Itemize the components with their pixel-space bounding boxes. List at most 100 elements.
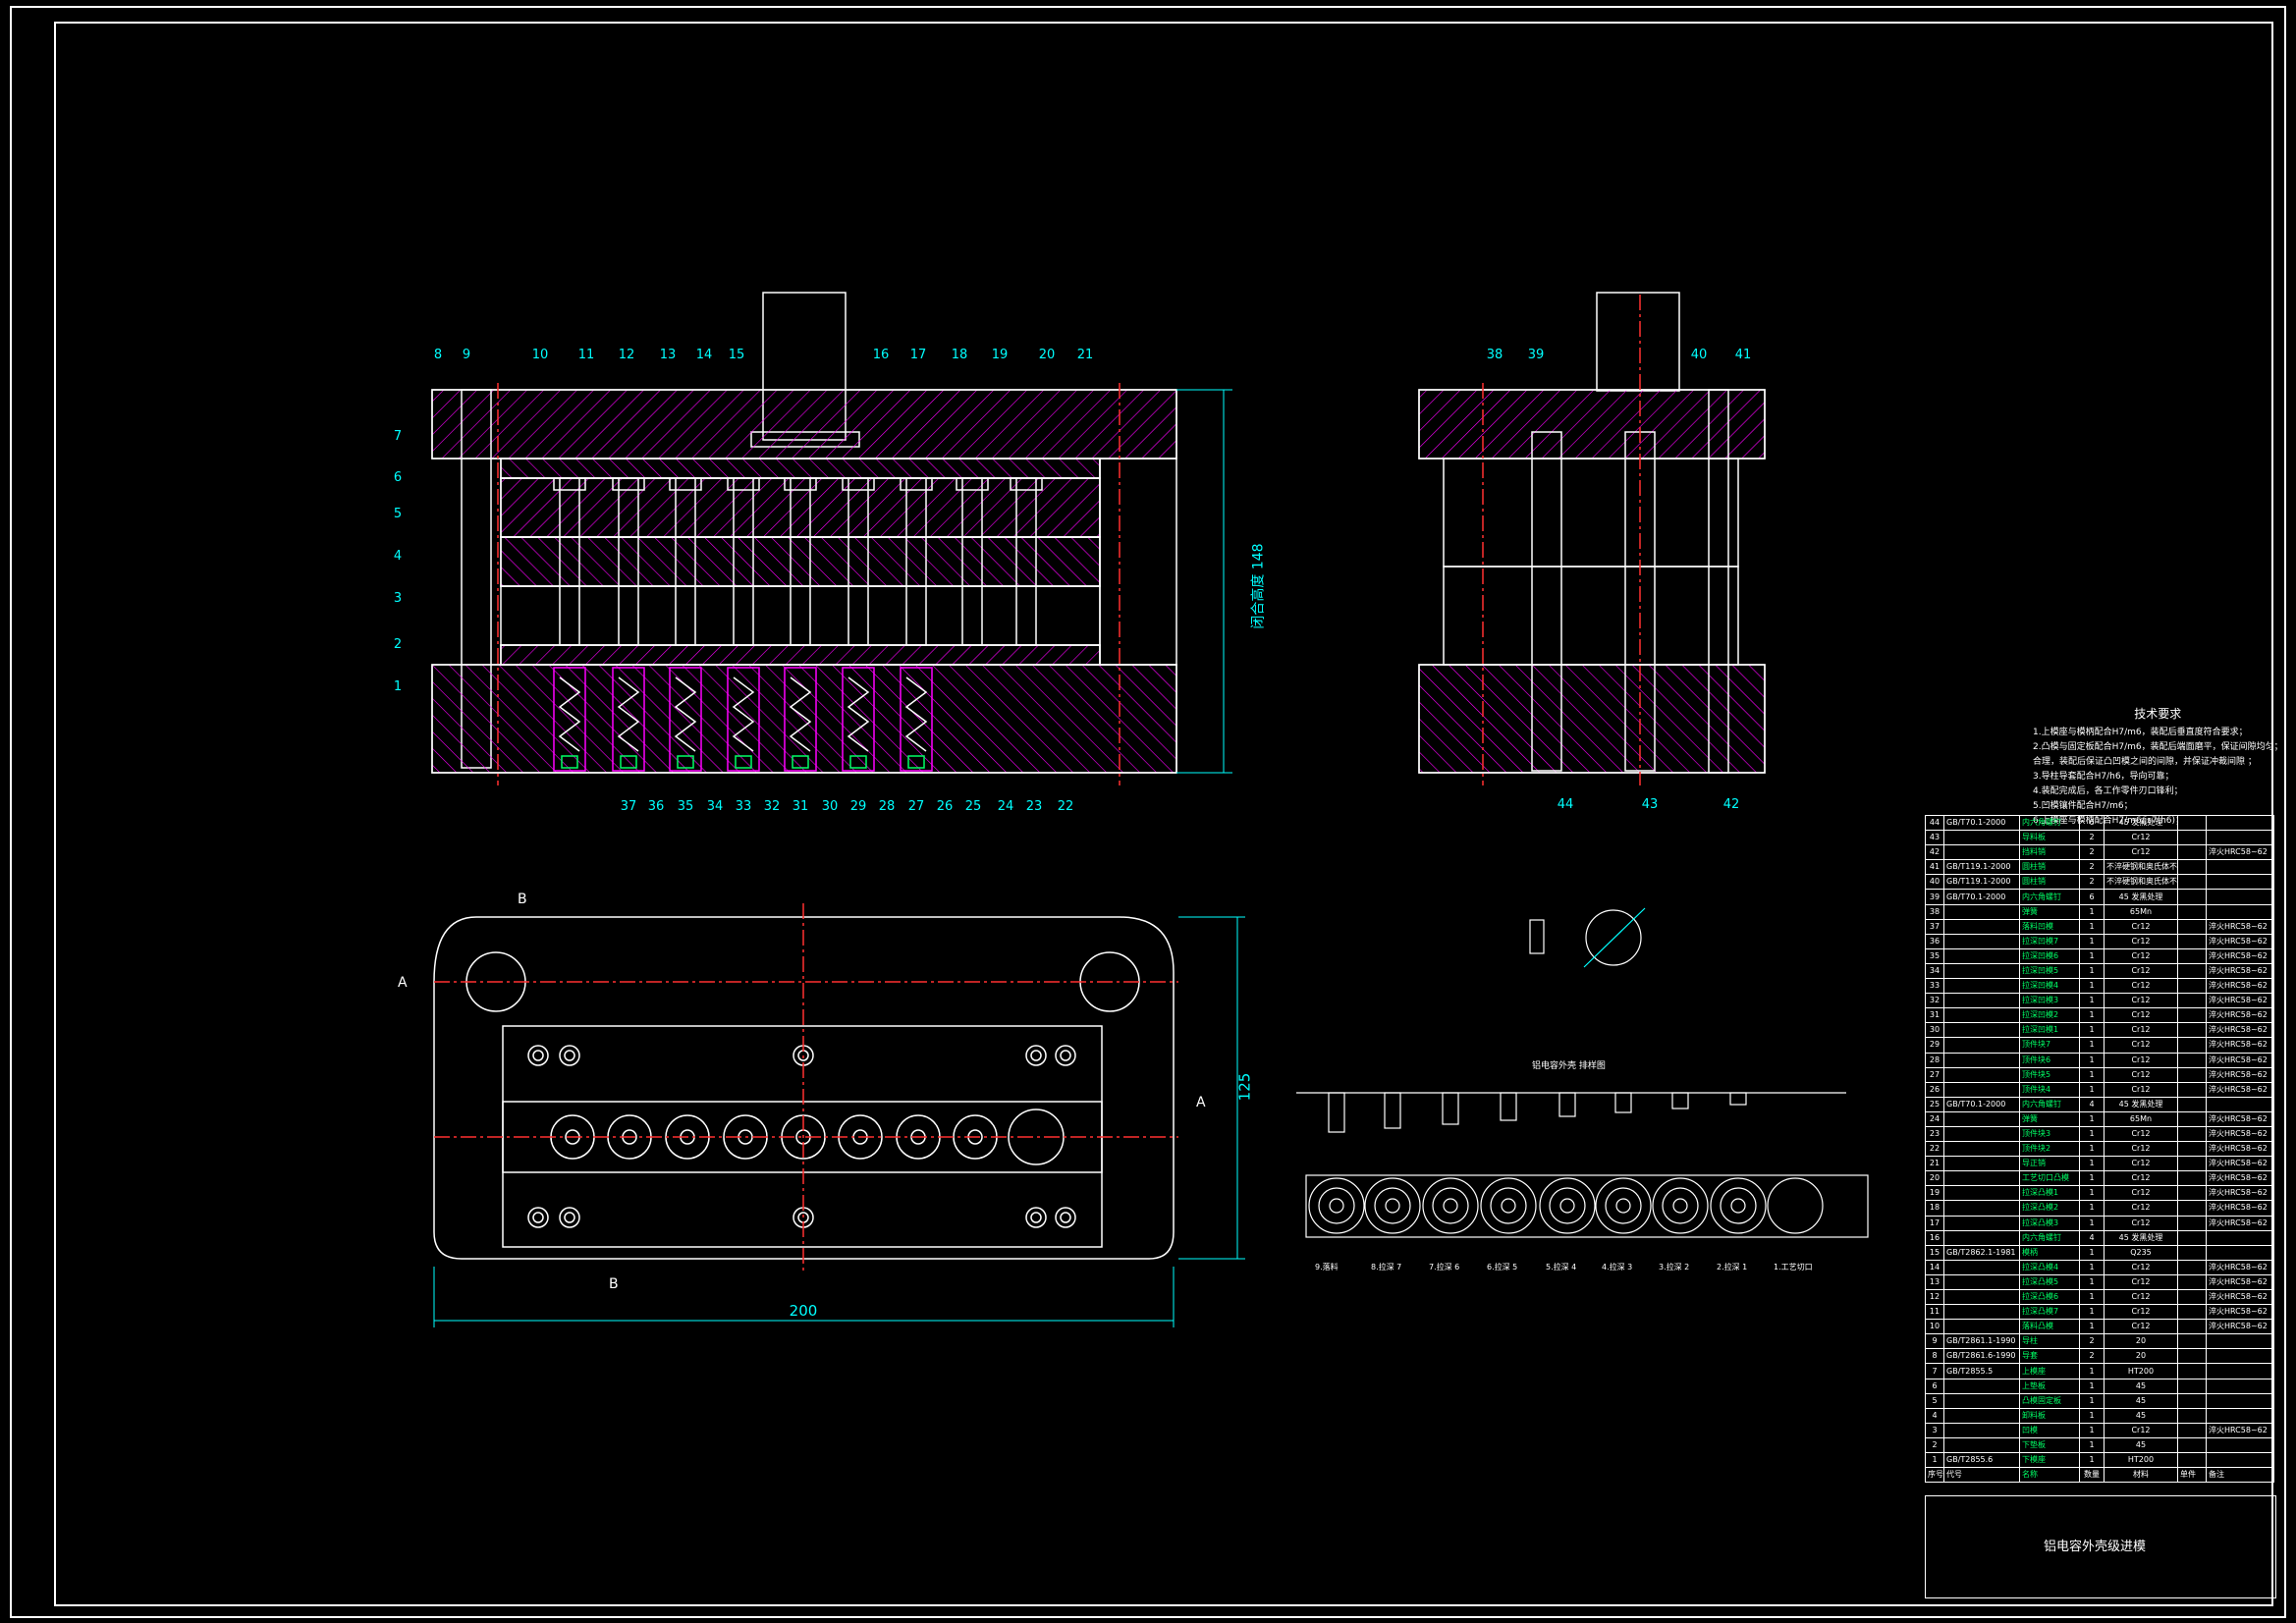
bom-cell: HT200 xyxy=(2104,1452,2178,1469)
bom-cell: 顶件块7 xyxy=(2019,1037,2080,1054)
bom-cell xyxy=(1943,1170,2020,1187)
bom-cell: 1 xyxy=(2079,1392,2105,1409)
bom-cell xyxy=(2206,1244,2274,1261)
bom-cell: 1 xyxy=(2079,993,2105,1009)
callout-label: 39 xyxy=(1527,348,1545,362)
bom-cell: 淬火HRC58~62 xyxy=(2206,1081,2274,1098)
plan-view xyxy=(433,903,1245,1327)
strip-blank xyxy=(1767,1177,1824,1234)
callout-label: 29 xyxy=(849,799,867,814)
bom-cell: 淬火HRC58~62 xyxy=(2206,1273,2274,1291)
bom-cell: 31 xyxy=(1925,1007,1944,1024)
bom-cell: 27 xyxy=(1925,1066,1944,1083)
punch-head xyxy=(669,477,702,491)
bom-cell xyxy=(2177,1422,2207,1438)
bom-cell xyxy=(2206,830,2274,846)
callout-label: 23 xyxy=(1025,799,1043,814)
bom-cell: 淬火HRC58~62 xyxy=(2206,1110,2274,1127)
bom-cell xyxy=(2177,1288,2207,1306)
strip-station-label: 2.拉深 1 xyxy=(1717,1263,1748,1271)
bom-cell: 淬火HRC58~62 xyxy=(2206,1141,2274,1158)
strip-draw xyxy=(1432,1187,1469,1224)
bom-cell: 1 xyxy=(2079,1273,2105,1291)
bom-cell xyxy=(2177,1007,2207,1024)
bom-cell xyxy=(1943,1215,2020,1231)
bom-cell: 33 xyxy=(1925,978,1944,995)
bom-cell: 43 xyxy=(1925,830,1944,846)
strip-cup xyxy=(1671,1092,1689,1109)
width-dim: 200 xyxy=(789,1302,818,1320)
strip-station-label: 1.工艺切口 xyxy=(1774,1263,1813,1271)
bom-cell xyxy=(1943,1392,2020,1409)
bom-cell: 1 xyxy=(2079,1436,2105,1454)
bom-cell xyxy=(1943,1436,2020,1454)
bom-cell: Cr12 xyxy=(2104,918,2178,935)
callout-label: 30 xyxy=(821,799,839,814)
bom-cell: 1 xyxy=(2079,1081,2105,1098)
bom-cell: 1 xyxy=(2079,1200,2105,1217)
callout-label: 4 xyxy=(393,549,403,564)
bom-cell: 1 xyxy=(2079,1156,2105,1172)
front-section-view xyxy=(431,292,1232,785)
strip-bottom xyxy=(1730,1198,1746,1214)
bom-cell: 1 xyxy=(2079,1066,2105,1083)
bom-cell: 45 发黑处理 xyxy=(2104,1229,2178,1246)
bom-cell xyxy=(2177,1022,2207,1039)
bom-cell: 内六角螺钉 xyxy=(2019,889,2080,905)
bom-cell xyxy=(2177,962,2207,980)
bom-cell: Cr12 xyxy=(2104,1081,2178,1098)
bom-cell: 顶件块3 xyxy=(2019,1125,2080,1143)
bom-cell xyxy=(1943,962,2020,980)
bom-cell xyxy=(1943,918,2020,935)
shut-height-dim: 闭合高度 148 xyxy=(1250,543,1267,629)
bom-cell: 拉深凹模1 xyxy=(2019,1022,2080,1039)
bom-cell: 1 xyxy=(2079,1185,2105,1202)
tech-line: 1.上模座与模柄配合H7/m6，装配后垂直度符合要求； xyxy=(2033,728,2248,737)
bom-cell: HT200 xyxy=(2104,1363,2178,1380)
bom-cell: 淬火HRC58~62 xyxy=(2206,1304,2274,1321)
punch-head xyxy=(1010,477,1043,491)
bom-cell: Cr12 xyxy=(2104,1156,2178,1172)
screw-hole-inner xyxy=(1060,1212,1071,1223)
bom-cell: 1 xyxy=(2079,1378,2105,1394)
bom-cell xyxy=(2177,1259,2207,1275)
bom-cell xyxy=(2206,1363,2274,1380)
bom-cell xyxy=(1943,830,2020,846)
callout-label: 33 xyxy=(735,799,752,814)
callout-label: 24 xyxy=(997,799,1014,814)
bom-cell: 淬火HRC58~62 xyxy=(2206,1422,2274,1438)
bom-cell xyxy=(2177,1156,2207,1172)
bom-cell: 45 xyxy=(2104,1407,2178,1424)
bom-cell: 导套 xyxy=(2019,1348,2080,1365)
bom-cell xyxy=(2206,1096,2274,1112)
callout-label: 38 xyxy=(1486,348,1503,362)
strip-station-label: 6.拉深 5 xyxy=(1487,1263,1518,1271)
bom-cell: 淬火HRC58~62 xyxy=(2206,978,2274,995)
bom-cell: 2 xyxy=(2079,859,2105,876)
bom-header-cell: 数量 xyxy=(2079,1467,2105,1484)
bom-cell xyxy=(1943,1081,2020,1098)
bom-cell xyxy=(2206,1436,2274,1454)
bom-cell: 45 发黑处理 xyxy=(2104,814,2178,832)
strip-draw xyxy=(1318,1187,1355,1224)
tech-line: 合理，装配后保证凸凹模之间的间隙，并保证冲裁间隙 ； xyxy=(2033,757,2257,767)
bom-cell: 上模座 xyxy=(2019,1363,2080,1380)
bom-cell xyxy=(2177,830,2207,846)
bom-cell xyxy=(2177,859,2207,876)
bom-cell: 拉深凸模6 xyxy=(2019,1288,2080,1306)
bom-cell: 1 xyxy=(2079,1052,2105,1068)
strip-cup xyxy=(1442,1092,1459,1125)
